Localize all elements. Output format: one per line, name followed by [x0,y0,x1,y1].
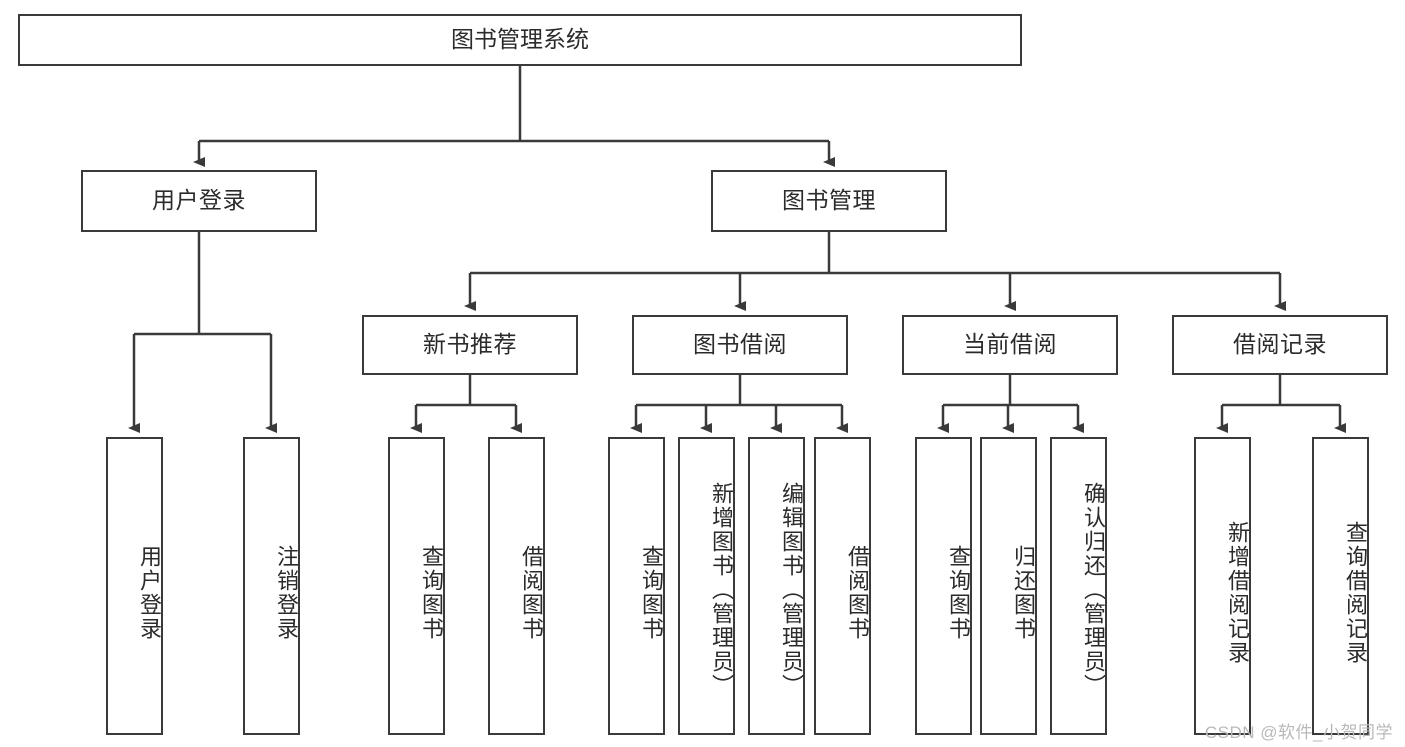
node-label: 确认归还（管理员） [1081,482,1106,698]
node-borrow-record[interactable]: 借阅记录 [1172,315,1388,375]
node-book-borrow[interactable]: 图书借阅 [632,315,848,375]
node-new-book-recommend[interactable]: 新书推荐 [362,315,578,375]
node-label: 借阅图书 [845,545,870,641]
node-leaf-borrow-book[interactable]: 借阅图书 [814,437,871,735]
node-label: 新书推荐 [423,331,517,358]
node-current-borrow[interactable]: 当前借阅 [902,315,1118,375]
node-leaf-user-login[interactable]: 用户登录 [106,437,163,735]
node-label: 查询借阅记录 [1343,521,1368,665]
watermark-text: CSDN @软件_小贺同学 [1204,723,1393,742]
node-leaf-add-book-admin[interactable]: 新增图书（管理员） [678,437,735,735]
node-root-system[interactable]: 图书管理系统 [18,14,1022,66]
node-label: 注销登录 [274,545,299,641]
node-label: 查询图书 [946,545,971,641]
node-leaf-edit-book-admin[interactable]: 编辑图书（管理员） [748,437,805,735]
node-label: 编辑图书（管理员） [779,482,804,698]
node-user-login[interactable]: 用户登录 [81,170,317,232]
node-label: 图书管理 [782,187,876,214]
node-label: 查询图书 [639,545,664,641]
node-label: 查询图书 [419,545,444,641]
node-label: 新增图书（管理员） [709,482,734,698]
node-label: 用户登录 [137,545,162,641]
node-leaf-add-borrow-record[interactable]: 新增借阅记录 [1194,437,1251,735]
node-label: 当前借阅 [963,331,1057,358]
node-label: 借阅记录 [1233,331,1327,358]
node-leaf-query-borrow-record[interactable]: 查询借阅记录 [1312,437,1369,735]
node-label: 归还图书 [1011,545,1036,641]
node-label: 新增借阅记录 [1225,521,1250,665]
node-book-management[interactable]: 图书管理 [711,170,947,232]
node-label: 借阅图书 [519,545,544,641]
node-label: 图书管理系统 [451,26,589,53]
node-leaf-query-book-current[interactable]: 查询图书 [915,437,972,735]
node-leaf-confirm-return-admin[interactable]: 确认归还（管理员） [1050,437,1107,735]
node-leaf-return-book[interactable]: 归还图书 [980,437,1037,735]
node-leaf-borrow-book-recommend[interactable]: 借阅图书 [488,437,545,735]
node-leaf-logout[interactable]: 注销登录 [243,437,300,735]
node-label: 图书借阅 [693,331,787,358]
node-label: 用户登录 [152,187,246,214]
node-leaf-query-book-borrow[interactable]: 查询图书 [608,437,665,735]
node-leaf-query-book-recommend[interactable]: 查询图书 [388,437,445,735]
